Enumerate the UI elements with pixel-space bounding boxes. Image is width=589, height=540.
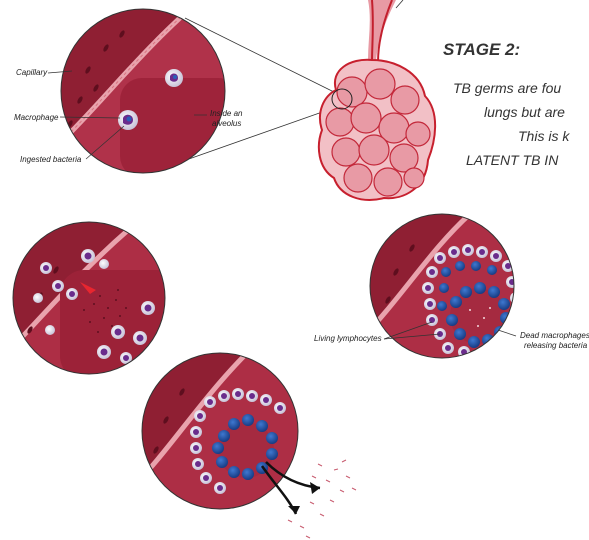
zoom-circle-capillary bbox=[40, 0, 260, 200]
alveoli-cluster bbox=[319, 0, 435, 200]
stage-line-4: LATENT TB IN bbox=[466, 152, 558, 168]
release-arrows bbox=[262, 460, 356, 538]
label-ingested-bacteria: Ingested bacteria bbox=[20, 155, 81, 164]
zoom-circle-granuloma bbox=[360, 214, 530, 370]
label-capillary: Capillary bbox=[16, 68, 47, 77]
stage-line-3: This is k bbox=[518, 128, 569, 144]
label-dead-macrophages-1: Dead macrophages bbox=[520, 331, 589, 340]
label-dead-macrophages-2: releasing bacteria bbox=[524, 341, 587, 350]
label-macrophage: Macrophage bbox=[14, 113, 58, 122]
label-inside-alveolus-2: alveolus bbox=[212, 119, 241, 128]
stage-line-1: TB germs are fou bbox=[453, 80, 561, 96]
stage-title: STAGE 2: bbox=[443, 40, 520, 60]
stage-line-2: lungs but are bbox=[484, 104, 565, 120]
label-living-lymphocytes: Living lymphocytes bbox=[314, 334, 382, 343]
label-inside-alveolus-1: Inside an bbox=[210, 109, 242, 118]
